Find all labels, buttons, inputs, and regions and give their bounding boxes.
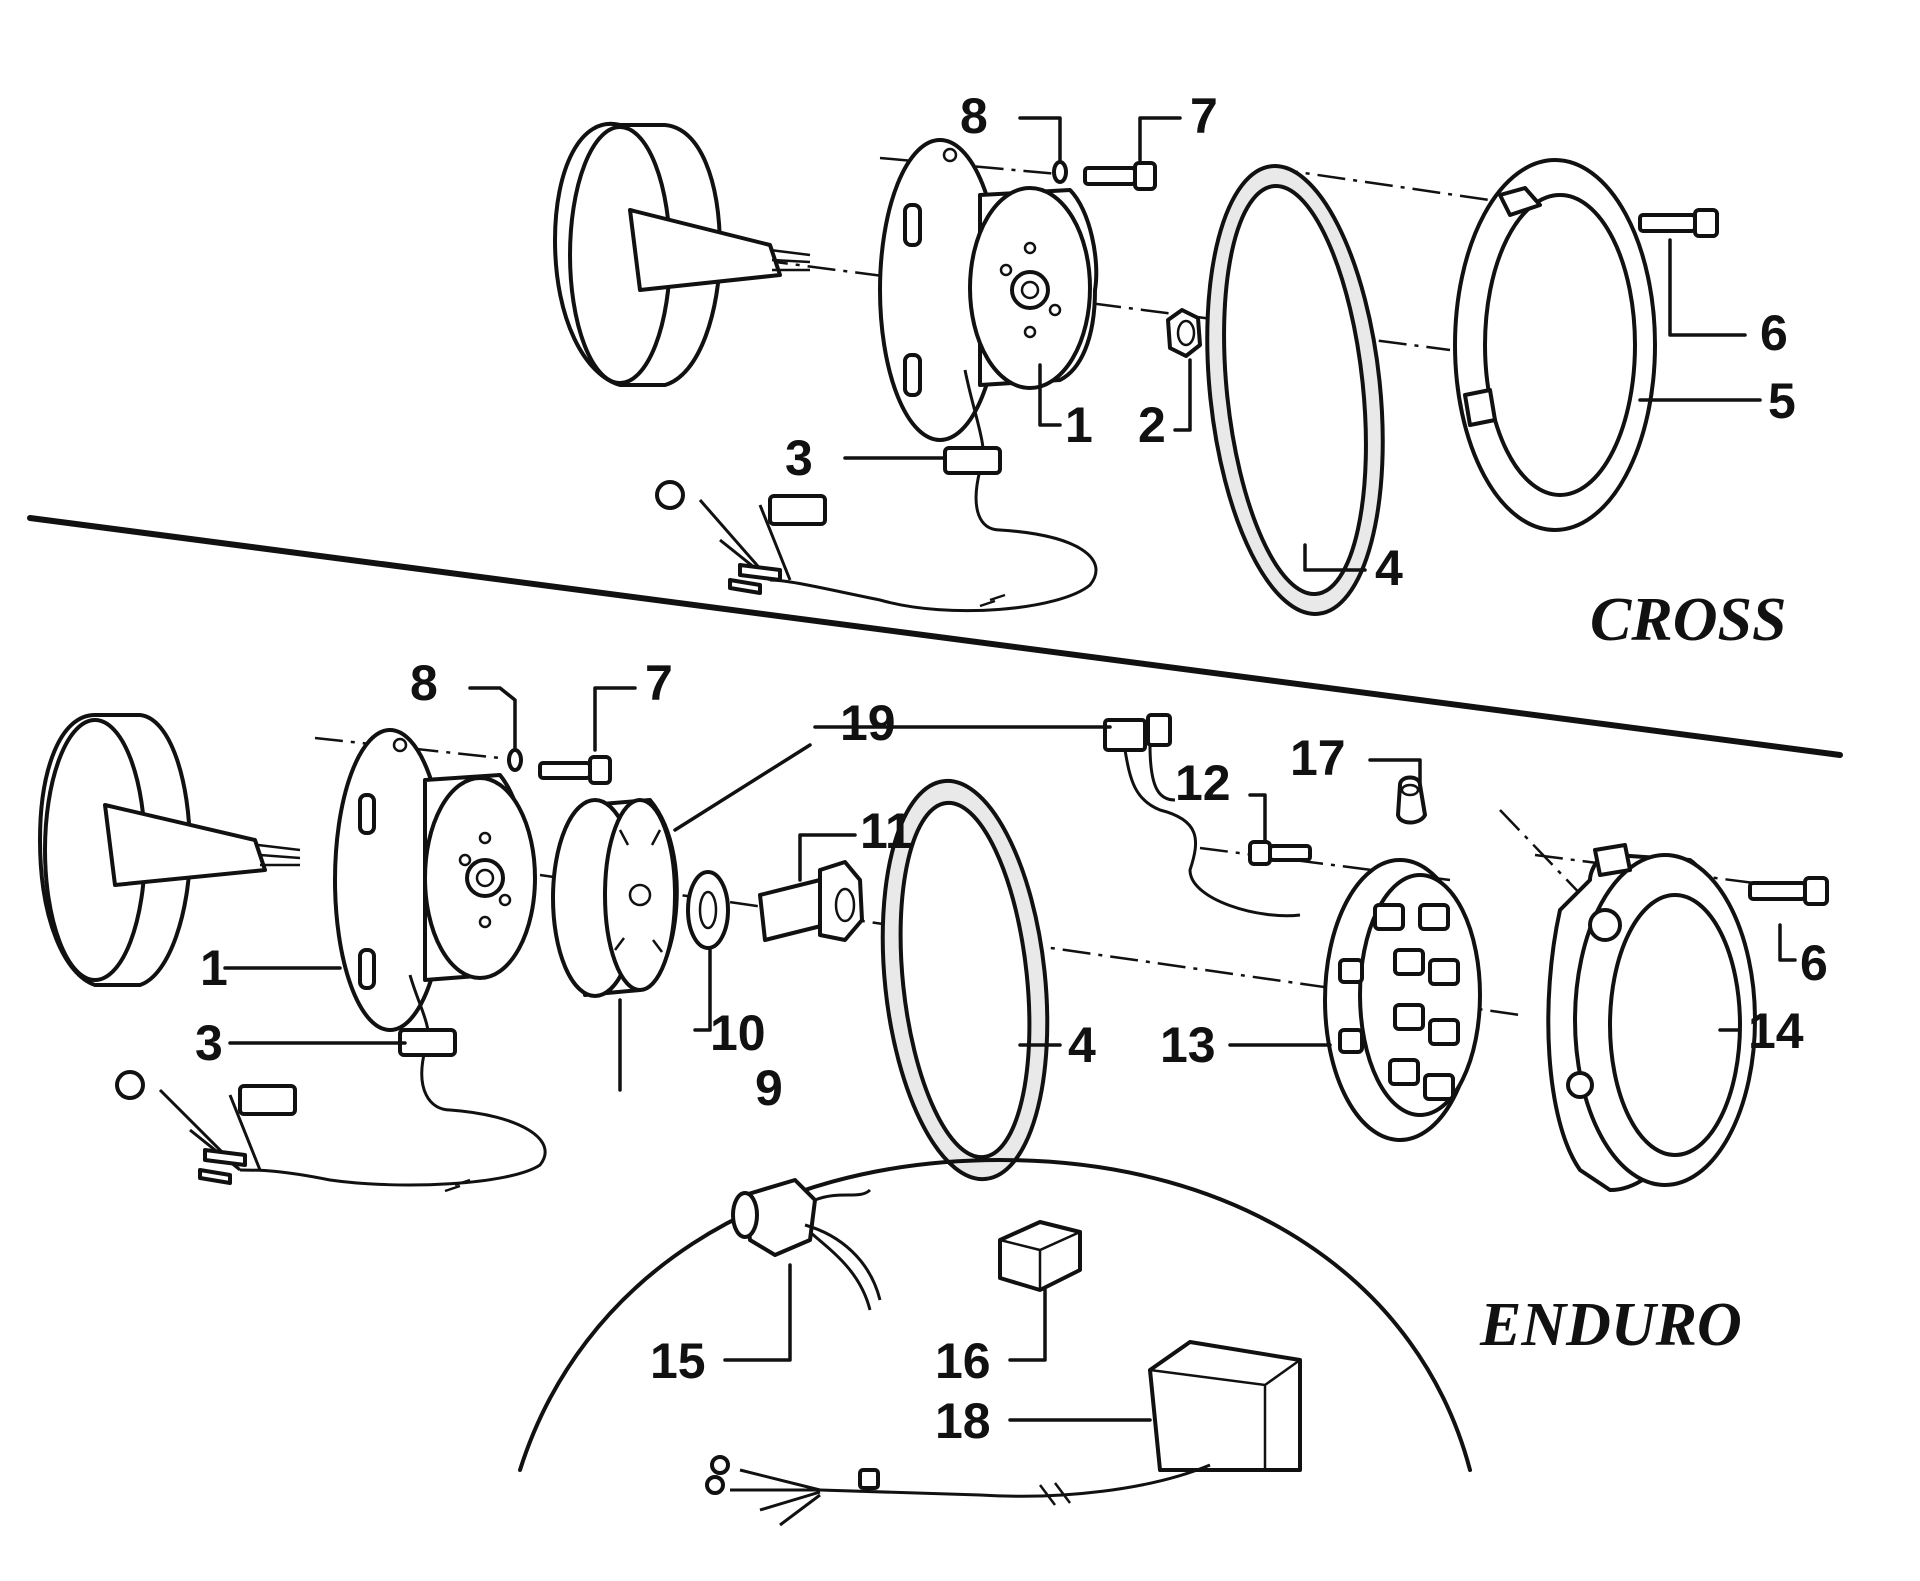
label-enduro-4: 4 [1068, 1017, 1096, 1073]
screw-6-enduro [1748, 876, 1829, 906]
label-enduro-1: 1 [200, 940, 228, 996]
regulator-17 [705, 1340, 1302, 1527]
connector-19 [1103, 713, 1301, 918]
label-enduro-17: 18 [935, 1393, 991, 1449]
screw-7-cross [1083, 161, 1157, 191]
relay-16 [998, 1220, 1082, 1292]
harness-3-enduro [115, 974, 547, 1193]
label-enduro-18: 17 [1290, 730, 1346, 786]
label-enduro-7: 7 [645, 655, 673, 711]
stator-coils-13 [1323, 858, 1482, 1142]
detail-arc [518, 1158, 1472, 1472]
label-enduro-14: 14 [1748, 1003, 1804, 1059]
cross-section: 8 7 6 5 1 2 3 4 CROSS [553, 88, 1796, 654]
section-title-enduro: ENDURO [1479, 1291, 1742, 1359]
label-enduro-11: 11 [860, 803, 913, 859]
stator-plate-enduro [333, 728, 537, 1032]
enduro-section: 8 7 19 17 12 11 1 6 10 3 4 13 14 9 15 16… [38, 655, 1829, 1527]
label-cross-2: 2 [1138, 397, 1166, 453]
label-enduro-19: 19 [840, 695, 896, 751]
label-enduro-13: 13 [1160, 1017, 1216, 1073]
nut-11 [758, 860, 864, 942]
label-enduro-8: 8 [410, 655, 438, 711]
gasket-4-enduro [880, 778, 1050, 1182]
label-cross-6: 6 [1760, 305, 1788, 361]
harness-3-cross [655, 369, 1098, 613]
label-cross-1: 1 [1065, 397, 1093, 453]
cover-14-enduro [1546, 843, 1757, 1192]
stator-plate-cross [878, 138, 1099, 442]
label-enduro-15: 15 [650, 1333, 706, 1389]
label-cross-7: 7 [1190, 88, 1218, 144]
rotor-9 [551, 798, 679, 998]
screw-6-cross [1638, 208, 1719, 238]
label-enduro-16: 16 [935, 1333, 991, 1389]
washer-8-enduro [507, 748, 523, 772]
washer-10 [686, 870, 730, 950]
cdi-15 [731, 1178, 882, 1311]
label-enduro-10: 10 [710, 1005, 766, 1061]
grommet-18 [1396, 775, 1427, 825]
washer-8-cross [1052, 160, 1068, 184]
label-enduro-12: 12 [1175, 755, 1231, 811]
label-enduro-9: 9 [755, 1060, 783, 1116]
gasket-4-cross [1205, 164, 1385, 616]
label-enduro-6: 6 [1800, 935, 1828, 991]
screw-7-enduro [538, 755, 612, 785]
label-cross-4: 4 [1375, 540, 1403, 596]
screw-12 [1248, 840, 1312, 866]
section-title-cross: CROSS [1590, 586, 1786, 654]
label-enduro-3: 3 [195, 1015, 223, 1071]
nut-2-cross [1166, 308, 1202, 358]
section-divider [27, 515, 1843, 758]
crankshaft-flywheel-enduro [38, 713, 301, 987]
label-cross-3: 3 [785, 430, 813, 486]
crankshaft-flywheel [553, 121, 811, 387]
label-cross-5: 5 [1768, 373, 1796, 429]
cover-5-cross [1453, 158, 1657, 532]
label-cross-8: 8 [960, 88, 988, 144]
